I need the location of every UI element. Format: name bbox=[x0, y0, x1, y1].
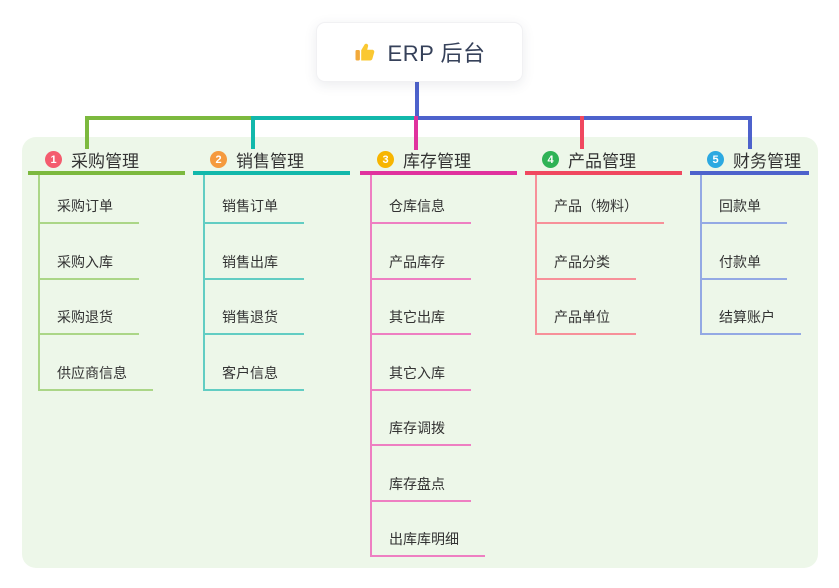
child-node[interactable]: 产品库存 bbox=[372, 224, 471, 280]
child-node[interactable]: 回款单 bbox=[702, 175, 787, 224]
bus-segment-1 bbox=[85, 116, 255, 120]
child-node[interactable]: 销售订单 bbox=[205, 175, 304, 224]
child-node[interactable]: 产品（物料） bbox=[537, 175, 664, 224]
branch-children: 采购订单 采购入库 采购退货 供应商信息 bbox=[38, 175, 153, 391]
child-node[interactable]: 销售退货 bbox=[205, 280, 304, 335]
branch-sales-management: 2 销售管理 销售订单 销售出库 销售退货 客户信息 bbox=[193, 148, 350, 391]
branch-title-label: 库存管理 bbox=[403, 152, 471, 171]
branch-title-inventory[interactable]: 3 库存管理 bbox=[360, 148, 517, 175]
branch-number-badge: 5 bbox=[707, 151, 724, 168]
branch-number-badge: 4 bbox=[542, 151, 559, 168]
drop-line-1 bbox=[85, 116, 89, 149]
branch-title-product[interactable]: 4 产品管理 bbox=[525, 148, 682, 175]
bus-segment-2 bbox=[255, 116, 416, 120]
drop-line-3 bbox=[414, 116, 418, 150]
branch-title-purchase[interactable]: 1 采购管理 bbox=[28, 148, 185, 175]
child-node[interactable]: 采购退货 bbox=[40, 280, 139, 335]
branches-background-panel bbox=[22, 137, 818, 568]
child-node[interactable]: 库存调拨 bbox=[372, 391, 471, 446]
branch-number-badge: 3 bbox=[377, 151, 394, 168]
branch-title-label: 产品管理 bbox=[568, 152, 636, 171]
branch-title-sales[interactable]: 2 销售管理 bbox=[193, 148, 350, 175]
child-node[interactable]: 库存盘点 bbox=[372, 446, 471, 502]
child-node[interactable]: 客户信息 bbox=[205, 335, 304, 391]
thumbs-up-icon bbox=[354, 40, 378, 64]
child-node[interactable]: 付款单 bbox=[702, 224, 787, 280]
drop-line-5 bbox=[748, 116, 752, 149]
branch-children: 销售订单 销售出库 销售退货 客户信息 bbox=[203, 175, 304, 391]
child-node[interactable]: 其它出库 bbox=[372, 280, 471, 335]
branch-purchase-management: 1 采购管理 采购订单 采购入库 采购退货 供应商信息 bbox=[28, 148, 185, 391]
branch-number-badge: 1 bbox=[45, 151, 62, 168]
drop-line-2 bbox=[251, 116, 255, 149]
drop-line-4 bbox=[580, 116, 584, 149]
branch-title-label: 采购管理 bbox=[71, 152, 139, 171]
root-node-erp[interactable]: ERP 后台 bbox=[316, 22, 523, 82]
branch-number-badge: 2 bbox=[210, 151, 227, 168]
child-node[interactable]: 采购入库 bbox=[40, 224, 139, 280]
child-node[interactable]: 供应商信息 bbox=[40, 335, 153, 391]
branch-title-label: 财务管理 bbox=[733, 152, 801, 171]
branch-inventory-management: 3 库存管理 仓库信息 产品库存 其它出库 其它入库 库存调拨 库存盘点 出库库… bbox=[360, 148, 517, 557]
child-node[interactable]: 出库库明细 bbox=[372, 502, 485, 557]
child-node[interactable]: 产品分类 bbox=[537, 224, 636, 280]
child-node[interactable]: 其它入库 bbox=[372, 335, 471, 391]
child-node[interactable]: 采购订单 bbox=[40, 175, 139, 224]
branch-product-management: 4 产品管理 产品（物料） 产品分类 产品单位 bbox=[525, 148, 682, 335]
child-node[interactable]: 仓库信息 bbox=[372, 175, 471, 224]
branch-title-label: 销售管理 bbox=[236, 152, 304, 171]
branch-children: 回款单 付款单 结算账户 bbox=[700, 175, 801, 335]
branch-children: 产品（物料） 产品分类 产品单位 bbox=[535, 175, 664, 335]
bus-segment-3 bbox=[416, 116, 752, 120]
root-node-label: ERP 后台 bbox=[387, 41, 486, 66]
branch-finance-management: 5 财务管理 回款单 付款单 结算账户 bbox=[690, 148, 809, 335]
child-node[interactable]: 产品单位 bbox=[537, 280, 636, 335]
branch-children: 仓库信息 产品库存 其它出库 其它入库 库存调拨 库存盘点 出库库明细 bbox=[370, 175, 485, 557]
root-stem-line bbox=[415, 82, 419, 117]
child-node[interactable]: 销售出库 bbox=[205, 224, 304, 280]
branch-title-finance[interactable]: 5 财务管理 bbox=[690, 148, 809, 175]
child-node[interactable]: 结算账户 bbox=[702, 280, 801, 335]
